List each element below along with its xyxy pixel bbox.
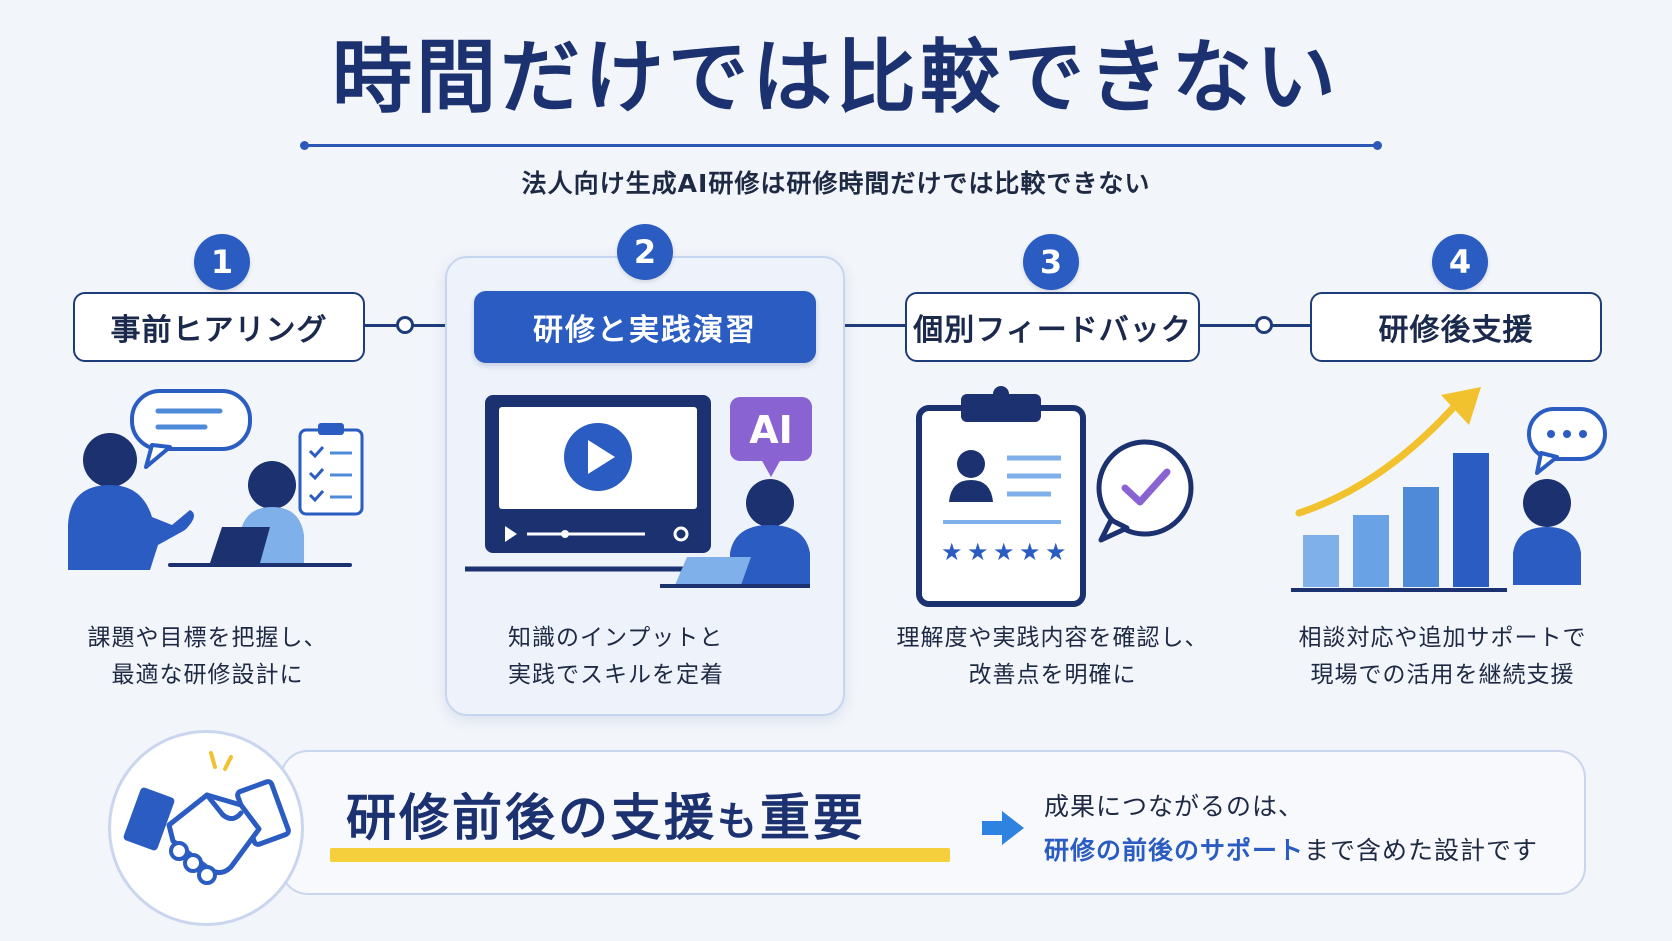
handshake-icon xyxy=(123,751,291,885)
step-4-illustration xyxy=(1291,387,1607,592)
connector-knot-3 xyxy=(1255,316,1273,334)
checklist-clipboard-icon xyxy=(298,423,364,516)
speech-bubble-icon xyxy=(130,389,252,469)
svg-text:★: ★ xyxy=(1019,538,1041,566)
person-icon xyxy=(1513,479,1581,585)
title-rule xyxy=(300,141,1382,150)
step-3-description: 理解度や実践内容を確認し、 改善点を明確に xyxy=(896,625,1209,688)
growth-chart-icon xyxy=(1291,453,1507,592)
step-4-label: 研修後支援 xyxy=(1310,292,1602,362)
step-2-illustration: AI xyxy=(465,395,812,588)
step-4-description: 相談対応や追加サポートで 現場での活用を継続支援 xyxy=(1298,625,1587,688)
heading-underline xyxy=(330,848,950,862)
step-4-number: 4 xyxy=(1432,234,1488,290)
step-3-label: 個別フィードバック xyxy=(905,292,1200,362)
step-1-illustration xyxy=(68,389,364,570)
step-1-label: 事前ヒアリング xyxy=(73,292,365,362)
ai-badge-icon: AI xyxy=(730,397,812,477)
step-2-number: 2 xyxy=(617,224,673,280)
right-arrow-icon xyxy=(982,811,1024,845)
svg-text:★: ★ xyxy=(967,538,989,566)
step-1-number: 1 xyxy=(194,234,250,290)
ellipsis-bubble-icon xyxy=(1527,407,1607,475)
rule-dot-left xyxy=(300,141,309,150)
banner-heading: 研修前後の支援も重要 xyxy=(346,789,866,847)
star-rating-icon: ★ ★ ★ ★ ★ xyxy=(941,538,1067,566)
people-meeting-icon xyxy=(68,433,352,570)
svg-text:★: ★ xyxy=(941,538,963,566)
trend-arrow-icon xyxy=(1295,387,1481,517)
banner-message-line2: 研修の前後のサポートまで含めた設計です xyxy=(1044,836,1539,865)
main-title: 時間だけでは比較できない xyxy=(332,31,1340,124)
svg-text:★: ★ xyxy=(1045,538,1067,566)
checkmark-bubble-icon xyxy=(1096,439,1194,543)
ai-badge-text: AI xyxy=(749,408,793,452)
rule-dot-right xyxy=(1373,141,1382,150)
learner-laptop-icon xyxy=(660,479,810,588)
connector-knot-1 xyxy=(396,316,414,334)
step-2-label: 研修と実践演習 xyxy=(474,291,816,363)
step-1-description: 課題や目標を把握し、 最適な研修設計に xyxy=(87,625,328,688)
banner-message-line1: 成果につながるのは、 xyxy=(1044,792,1305,821)
subtitle: 法人向け生成AI研修は研修時間だけでは比較できない xyxy=(521,169,1151,198)
step-3-illustration: ★ ★ ★ ★ ★ xyxy=(916,386,1194,607)
svg-text:★: ★ xyxy=(993,538,1015,566)
bottom-banner xyxy=(280,750,1586,895)
connector-2-3 xyxy=(845,324,905,327)
profile-clipboard-icon xyxy=(916,386,1086,607)
handshake-badge xyxy=(108,730,304,926)
monitor-play-icon xyxy=(465,395,738,572)
step-2-description: 知識のインプットと 実践でスキルを定着 xyxy=(508,625,724,688)
step-3-number: 3 xyxy=(1023,234,1079,290)
